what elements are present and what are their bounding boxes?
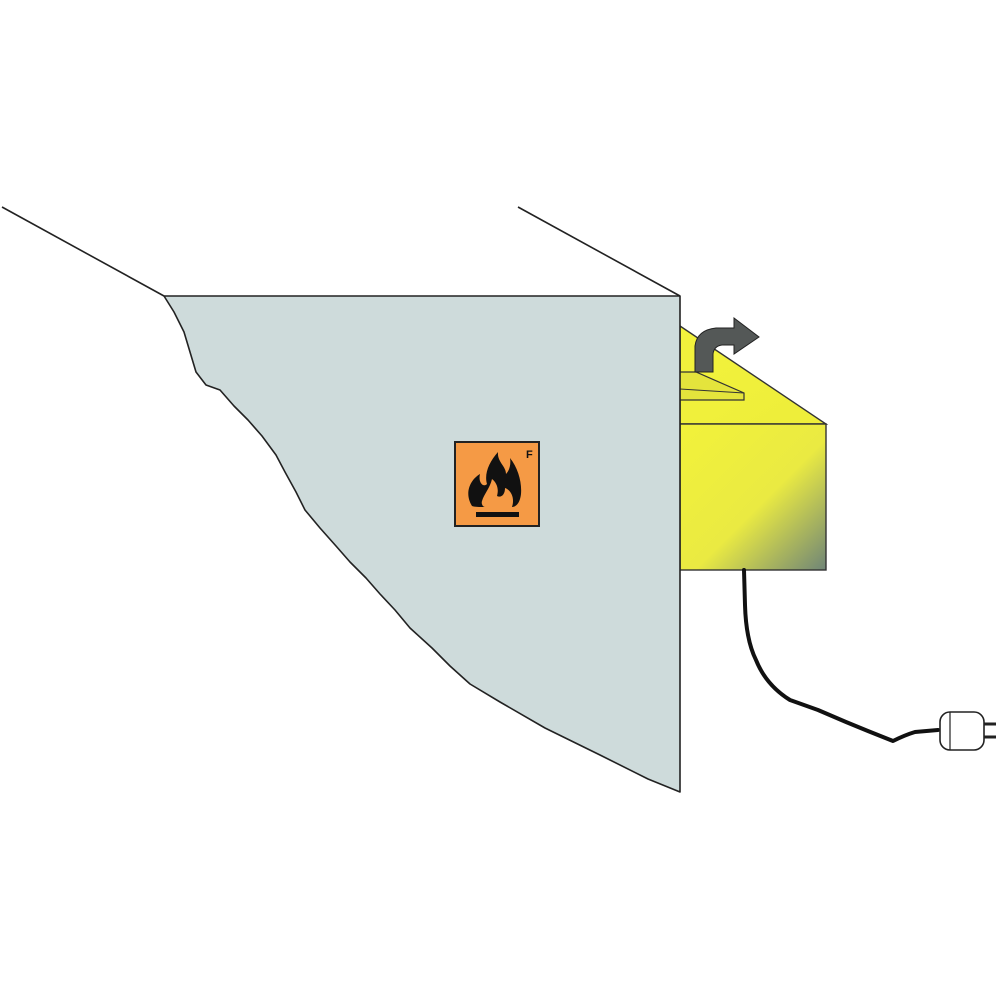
power-plug-icon <box>939 711 996 751</box>
hazard-letter: F <box>526 449 533 461</box>
power-cable <box>742 568 940 743</box>
perspective-line-right <box>517 206 681 297</box>
curved-arrow-icon <box>694 316 760 373</box>
wall-panel <box>163 295 681 793</box>
hazard-label: F <box>454 441 540 527</box>
perspective-line-left <box>1 206 165 297</box>
flame-icon <box>468 452 522 517</box>
extraction-device <box>679 324 829 571</box>
device-front-face <box>679 423 827 571</box>
